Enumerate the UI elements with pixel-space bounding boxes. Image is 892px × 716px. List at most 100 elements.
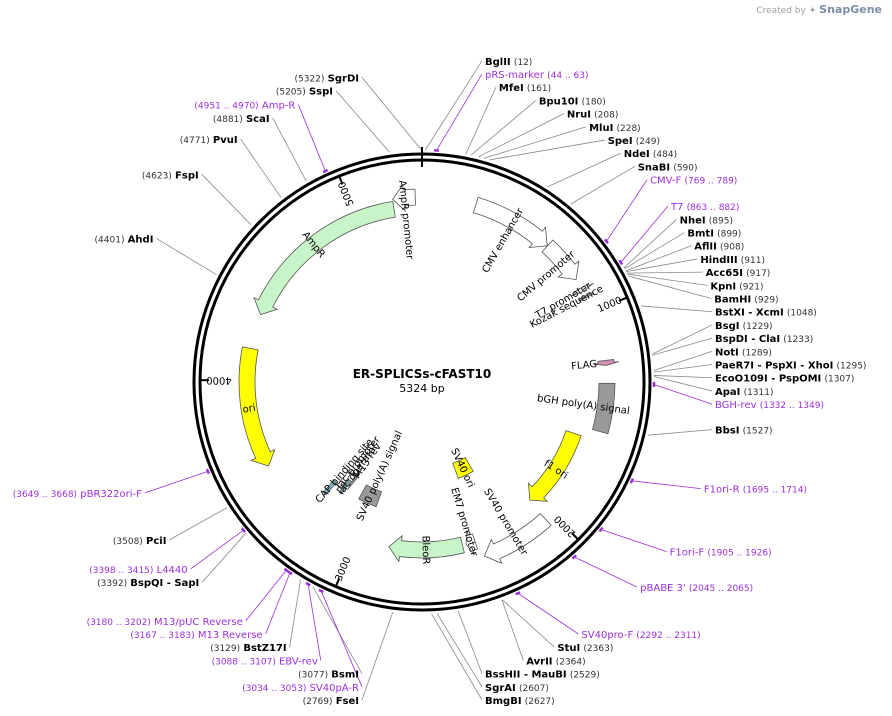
enzyme-label-pvui[interactable]: (4771) PvuI [180, 135, 238, 146]
feature-sv40-ori[interactable]: SV40 ori [448, 447, 476, 490]
feature-shape-flag[interactable] [593, 359, 620, 366]
enzyme-name: BglII [485, 57, 511, 68]
enzyme-label-fspi[interactable]: (4623) FspI [142, 170, 199, 181]
enzyme-label-snabi[interactable]: SnaBI (590) [638, 162, 698, 173]
enzyme-label-bpu10i[interactable]: Bpu10I (180) [539, 96, 606, 107]
enzyme-label-bsmi[interactable]: (3077) BsmI [298, 670, 359, 681]
enzyme-name: BssHII - MauBI [485, 670, 567, 681]
enzyme-label-sspi[interactable]: (5205) SspI [276, 87, 333, 98]
primer-label-cmv-f[interactable]: CMV-F (769 .. 789) [650, 176, 737, 187]
feature-shape-em7-promoter[interactable] [465, 530, 479, 556]
enzyme-label-bmti[interactable]: BmtI (899) [687, 229, 741, 240]
enzyme-label-bglii[interactable]: BglII (12) [485, 57, 532, 68]
primer-label-pbabe-3[interactable]: pBABE 3' (2045 .. 2065) [640, 583, 753, 594]
primer-label-sv40pa-r[interactable]: (3034 .. 3053) SV40pA-R [242, 683, 359, 694]
primer-site-m13-puc-reverse [283, 567, 290, 573]
enzyme-label-avrii[interactable]: AvrII (2364) [526, 656, 585, 667]
enzyme-label-nhei[interactable]: NheI (895) [680, 215, 733, 226]
feature-shape-lac-promoter[interactable] [335, 469, 353, 491]
enzyme-label-bspdi-clai[interactable]: BspDI - ClaI (1233) [715, 334, 813, 345]
enzyme-label-bamhi[interactable]: BamHI (929) [714, 295, 778, 306]
map-center: ER-SPLICSs-cFAST10 5324 bp [353, 367, 492, 395]
feature-shape-ampr-promoter[interactable] [392, 183, 416, 212]
enzyme-label-apai[interactable]: ApaI (1311) [715, 387, 774, 398]
enzyme-label-bstxi-xcmi[interactable]: BstXI - XcmI (1048) [715, 308, 817, 319]
feature-shape-ori[interactable] [238, 346, 276, 467]
primer-label-bgh-rev[interactable]: BGH-rev (1332 .. 1349) [715, 400, 824, 411]
enzyme-label-aflii[interactable]: AflII (908) [694, 242, 744, 253]
leader-amp-r [298, 104, 326, 172]
enzyme-label-hindiii[interactable]: HindIII (911) [700, 255, 765, 266]
enzyme-label-spei[interactable]: SpeI (249) [608, 136, 660, 147]
primer-label-t7[interactable]: T7 (863 .. 882) [670, 202, 740, 213]
feature-shape-bleor[interactable] [388, 534, 465, 563]
enzyme-label-acc65i[interactable]: Acc65I (917) [706, 268, 771, 279]
enzyme-label-ecoo109i-pspomi[interactable]: EcoO109I - PspOMI (1307) [715, 374, 854, 385]
feature-f1-ori[interactable]: f1 ori [527, 430, 582, 502]
feature-shape-cmv-enhancer[interactable] [472, 196, 548, 249]
enzyme-label-scai[interactable]: (4881) ScaI [213, 114, 270, 125]
enzyme-label-noti[interactable]: NotI (1289) [715, 347, 772, 358]
primer-label-m13-puc-reverse[interactable]: (3180 .. 3202) M13/pUC Reverse [87, 617, 243, 628]
enzyme-label-nrui[interactable]: NruI (208) [567, 110, 619, 121]
enzyme-label-bspqi-sapi[interactable]: (3392) BspQI - SapI [97, 578, 199, 589]
primer-name: F1ori-F [670, 548, 705, 559]
feature-shape-sv40-ori[interactable] [452, 456, 474, 479]
primer-label-f1ori-r[interactable]: F1ori-R (1695 .. 1714) [704, 485, 807, 496]
enzyme-label-paer7i-pspxi-xhoi[interactable]: PaeR7I - PspXI - XhoI (1295) [715, 361, 866, 372]
primer-label-amp-r[interactable]: (4951 .. 4970) Amp-R [194, 101, 295, 112]
feature-ampr-promoter[interactable]: AmpR promoter [392, 180, 416, 261]
leader-stui [501, 599, 555, 648]
enzyme-label-kpni[interactable]: KpnI (921) [710, 281, 763, 292]
leader-bsgi [652, 324, 713, 355]
leader-pcii [169, 507, 228, 541]
primer-label-ebv-rev[interactable]: (3088 .. 3107) EBV-rev [212, 656, 318, 667]
enzyme-position: (911) [741, 256, 765, 266]
feature-shape-lac-operator[interactable] [338, 479, 352, 495]
feature-shape-kozak-sequence[interactable] [578, 291, 595, 302]
feature-bleor[interactable]: BleoR [388, 534, 465, 565]
primer-label-prs-marker[interactable]: pRS-marker (44 .. 63) [485, 70, 589, 81]
enzyme-label-bsgi[interactable]: BsgI (1229) [715, 321, 773, 332]
enzyme-label-bmgbi[interactable]: BmgBI (2627) [485, 696, 555, 707]
feature-shape-ampr[interactable] [253, 200, 396, 316]
enzyme-label-fsei[interactable]: (2769) FseI [303, 696, 359, 707]
feature-bgh-poly-a-signal[interactable]: bGH poly(A) signal [536, 382, 630, 435]
primer-label-l4440[interactable]: (3398 .. 3415) L4440 [89, 565, 188, 576]
primer-name: pBABE 3' [640, 583, 686, 594]
enzyme-name: BspDI - ClaI [715, 334, 780, 345]
enzyme-name: BspQI - SapI [130, 578, 199, 589]
enzyme-label-sgrdi[interactable]: (5322) SgrDI [295, 73, 359, 84]
feature-cmv-enhancer[interactable]: CMV enhancer [472, 196, 548, 275]
enzyme-name: PaeR7I - PspXI - XhoI [715, 361, 833, 372]
feature-shape-t7-promoter[interactable] [570, 282, 594, 297]
primer-label-m13-reverse[interactable]: (3167 .. 3183) M13 Reverse [130, 630, 262, 641]
feature-shape-cmv-promoter[interactable] [541, 239, 580, 281]
feature-flag[interactable]: FLAG [571, 359, 620, 373]
enzyme-label-pcii[interactable]: (3508) PciI [113, 536, 167, 547]
enzyme-label-bbsi[interactable]: BbsI (1527) [715, 426, 773, 437]
primer-label-sv40pro-f[interactable]: SV40pro-F (2292 .. 2311) [581, 630, 700, 641]
enzyme-label-ndei[interactable]: NdeI (484) [624, 149, 677, 160]
enzyme-position: (1307) [824, 375, 854, 385]
feature-shape-sv40-poly-a-signal[interactable] [358, 484, 383, 508]
feature-shape-f1-ori[interactable] [527, 430, 582, 502]
feature-ori[interactable]: ori [238, 346, 276, 467]
enzyme-label-bsshii-maubi[interactable]: BssHII - MauBI (2529) [485, 670, 600, 681]
feature-ampr[interactable]: AmpR [253, 200, 396, 316]
tick-label-1000: 1000 [596, 295, 624, 315]
primer-name: pRS-marker [485, 70, 545, 81]
enzyme-label-sgrai[interactable]: SgrAI (2607) [485, 683, 549, 694]
feature-shape-cap-binding-site[interactable] [322, 479, 337, 496]
feature-shape-sv40-promoter[interactable] [483, 512, 552, 564]
enzyme-label-mlui[interactable]: MluI (228) [589, 123, 641, 134]
enzyme-label-ahdi[interactable]: (4401) AhdI [95, 234, 154, 245]
enzyme-label-bstz17i[interactable]: (3129) BstZ17I [210, 643, 286, 654]
enzyme-label-stui[interactable]: StuI (2363) [557, 643, 613, 654]
primer-label-pbr322ori-f[interactable]: (3649 .. 3668) pBR322ori-F [13, 489, 142, 500]
primer-label-f1ori-f[interactable]: F1ori-F (1905 .. 1926) [670, 548, 772, 559]
primer-name: M13/pUC Reverse [154, 617, 243, 628]
enzyme-label-mfei[interactable]: MfeI (161) [499, 83, 551, 94]
feature-shape-m13-rev[interactable] [347, 468, 363, 490]
feature-shape-bgh-poly-a-signal[interactable] [592, 382, 616, 435]
